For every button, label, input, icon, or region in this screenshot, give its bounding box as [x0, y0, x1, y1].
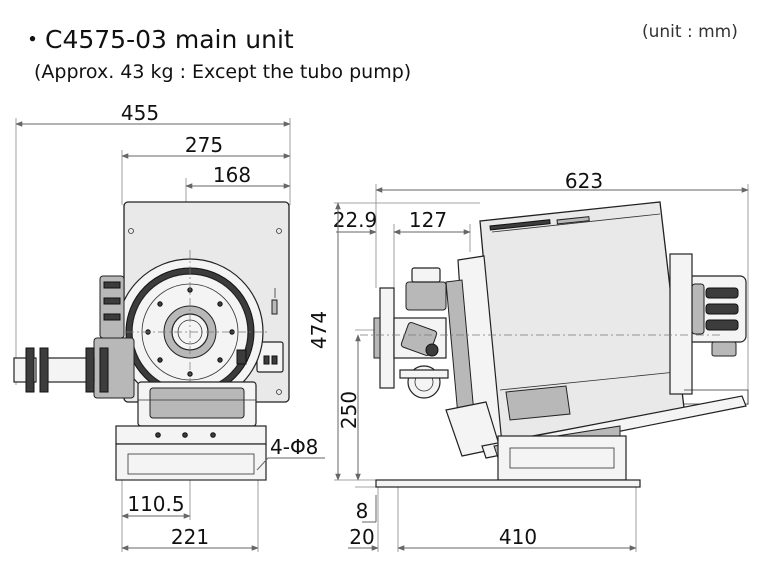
dim-127: 127	[409, 208, 447, 232]
dim-20: 20	[349, 525, 374, 549]
side-main-box	[479, 201, 685, 443]
dim-623: 623	[565, 169, 603, 193]
dim-410: 410	[499, 525, 537, 549]
side-port	[373, 267, 449, 399]
dim-8: 8	[356, 499, 369, 523]
front-view: 455 275 168 110.5 221 4-Φ8	[13, 101, 325, 552]
weight-note: (Approx. 43 kg : Except the tubo pump)	[34, 61, 412, 83]
dim-168: 168	[213, 163, 251, 187]
side-view: 623 22.9 127 474 250 8 20 410	[307, 169, 749, 552]
front-cradle	[137, 381, 257, 427]
drawing-title: ・C4575-03 main unit	[20, 25, 294, 54]
side-base	[375, 435, 641, 488]
front-left-port	[13, 275, 135, 399]
front-base	[115, 425, 267, 481]
dim-455: 455	[121, 101, 159, 125]
dim-22-9: 22.9	[333, 208, 378, 232]
holes-callout: 4-Φ8	[270, 435, 318, 459]
dim-275: 275	[185, 133, 223, 157]
dim-221: 221	[171, 525, 209, 549]
dim-474: 474	[307, 311, 331, 349]
dim-250: 250	[337, 391, 361, 429]
unit-note: (unit : mm)	[642, 22, 738, 42]
side-right-unit	[669, 253, 749, 405]
dim-110-5: 110.5	[127, 492, 184, 516]
